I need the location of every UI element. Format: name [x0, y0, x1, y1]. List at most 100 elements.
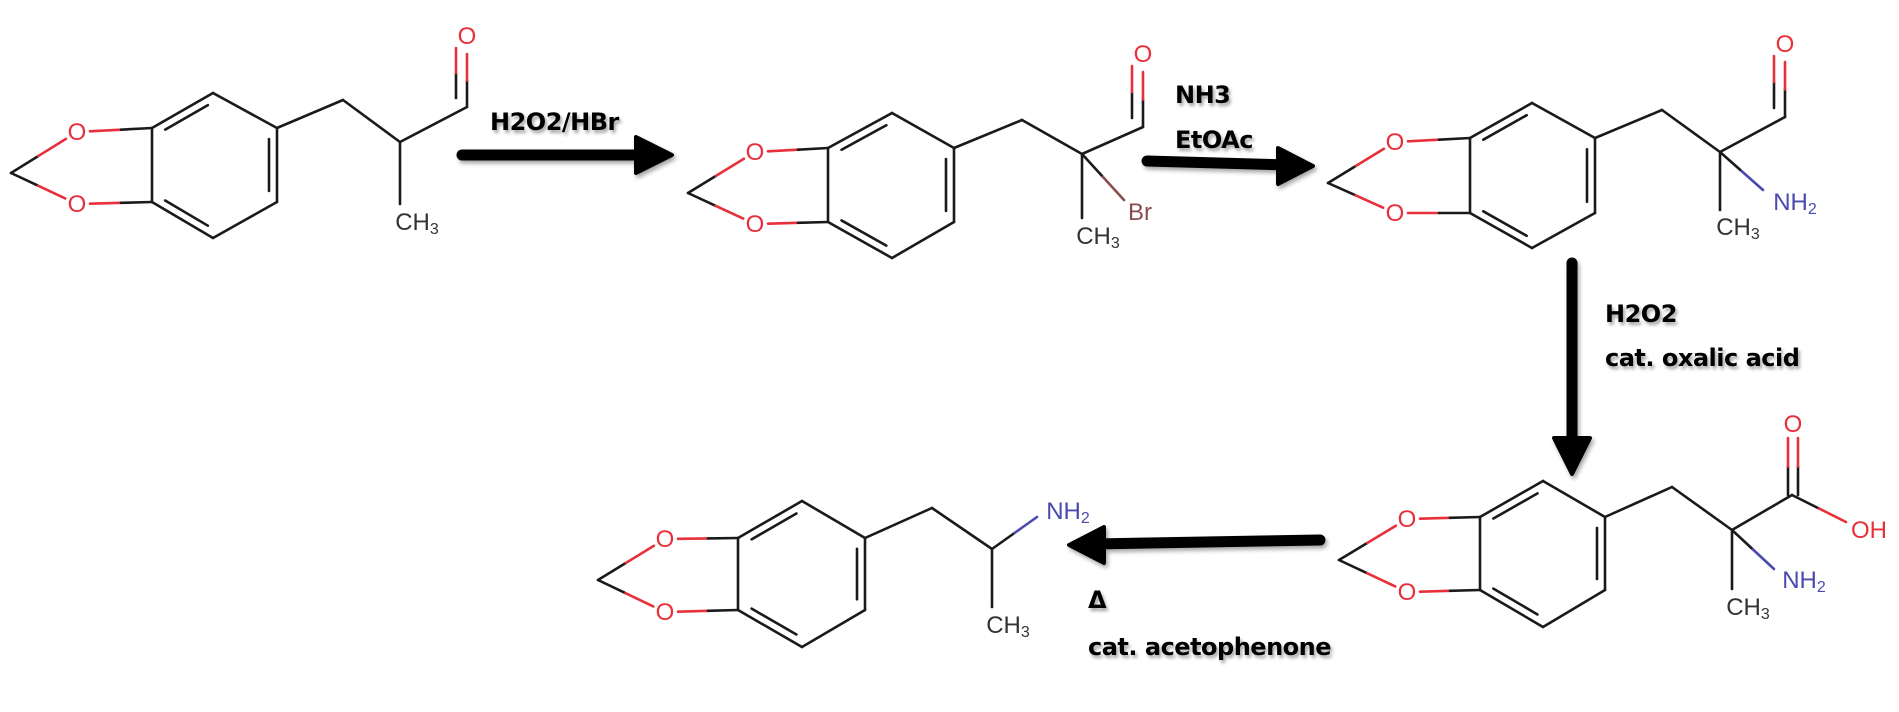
bond — [1718, 150, 1743, 173]
bond — [1718, 115, 1787, 154]
bond — [1492, 587, 1539, 616]
bond — [596, 578, 627, 595]
bond — [1790, 493, 1821, 510]
oxygen-label: O — [656, 599, 675, 626]
bond — [275, 98, 345, 130]
methyl-label-symbol: CH — [1076, 223, 1111, 250]
bond — [952, 118, 1024, 150]
bond — [1492, 492, 1539, 520]
bond — [676, 609, 710, 613]
reaction-arrow-4 — [1067, 525, 1326, 565]
oxygen-label: O — [656, 526, 675, 553]
bond — [36, 184, 67, 200]
bond — [1530, 211, 1597, 250]
oxygen-label: O — [68, 119, 87, 146]
bond — [714, 204, 745, 220]
bond — [1354, 147, 1386, 168]
step3-reagent-2: cat. oxalic acid — [1605, 344, 1800, 372]
molecule-1-aldehyde: O O CH3 O — [9, 23, 477, 240]
oxygen-label-symbol: O — [1386, 129, 1405, 156]
methyl-label-subscript: 3 — [1111, 235, 1120, 252]
methyl-label-subscript: 3 — [430, 221, 439, 238]
bond — [1740, 169, 1765, 192]
bond — [863, 506, 934, 540]
amine-label: NH2 — [1782, 567, 1826, 596]
bond — [163, 199, 210, 227]
methyl-label-symbol: CH — [1716, 214, 1751, 241]
oxygen-label: O — [746, 211, 765, 238]
bond — [1730, 528, 1755, 551]
reaction-arrow-1 — [456, 135, 674, 175]
bond — [750, 607, 798, 636]
bond — [766, 148, 800, 153]
bond — [736, 499, 804, 540]
amine-label-symbol: NH — [1773, 189, 1808, 216]
bond — [9, 154, 40, 175]
bond — [796, 220, 830, 225]
bond — [800, 499, 867, 540]
bond — [88, 128, 123, 133]
bond — [1481, 210, 1528, 238]
oxygen-label: O — [746, 139, 765, 166]
bond — [1366, 524, 1398, 545]
hydroxyl-label-symbol: OH — [1851, 517, 1887, 544]
carbonyl-oxygen-label: O — [1784, 411, 1803, 438]
methyl-label: CH3 — [1076, 223, 1120, 252]
carbonyl-oxygen-label: O — [1134, 41, 1153, 68]
bond — [1541, 588, 1607, 629]
bond — [1468, 211, 1534, 250]
methyl-label-subscript: 3 — [1751, 226, 1760, 243]
methyl-label: CH3 — [986, 612, 1030, 641]
hydroxyl-label: OH — [1851, 517, 1887, 544]
bond — [1541, 479, 1607, 519]
bond — [1418, 589, 1452, 593]
bond — [1478, 479, 1545, 519]
bond — [1478, 588, 1545, 629]
amine-label-symbol: NH — [1782, 567, 1817, 594]
bond — [1365, 571, 1397, 588]
methyl-label-subscript: 3 — [1761, 606, 1770, 623]
bond — [1670, 485, 1734, 532]
bond — [750, 512, 798, 541]
amine-label-subscript: 2 — [1808, 201, 1817, 218]
bond — [1593, 108, 1664, 140]
carbonyl-oxygen-label-symbol: O — [1134, 41, 1153, 68]
methyl-label: CH3 — [395, 209, 439, 238]
oxygen-label-symbol: O — [1386, 200, 1405, 227]
methyl-label-subscript: 3 — [1021, 624, 1030, 641]
bond — [1354, 194, 1385, 209]
bond — [766, 221, 800, 225]
oxygen-label: O — [1398, 579, 1417, 606]
bond — [1448, 588, 1482, 593]
bond — [624, 591, 655, 608]
step3-reagent-1: H2O2 — [1605, 300, 1677, 328]
bond — [211, 91, 279, 130]
bond — [1751, 548, 1776, 571]
bond — [1448, 515, 1482, 520]
bond — [890, 220, 956, 260]
oxygen-label-symbol: O — [1398, 506, 1417, 533]
bond — [1481, 113, 1528, 141]
bond — [341, 98, 402, 144]
bond — [1418, 516, 1452, 520]
bond — [119, 200, 154, 205]
oxygen-label: O — [1386, 200, 1405, 227]
carbonyl-oxygen-label: O — [458, 23, 477, 50]
bond — [1817, 507, 1848, 524]
oxygen-label: O — [68, 191, 87, 218]
amine-label-symbol: NH — [1046, 498, 1081, 525]
bond — [1437, 136, 1472, 141]
oxygen-label-symbol: O — [1398, 579, 1417, 606]
bond — [840, 219, 888, 247]
oxygen-label-symbol: O — [746, 211, 765, 238]
reaction-arrow-2 — [1141, 146, 1315, 186]
step4-reagent-2: cat. acetophenone — [1088, 633, 1332, 661]
bond — [800, 608, 867, 649]
oxygen-label-symbol: O — [68, 191, 87, 218]
methyl-label: CH3 — [1726, 594, 1770, 623]
carbonyl-oxygen-label-symbol: O — [1776, 31, 1795, 58]
amine-label: NH2 — [1046, 498, 1090, 527]
methyl-label-symbol: CH — [986, 612, 1021, 639]
